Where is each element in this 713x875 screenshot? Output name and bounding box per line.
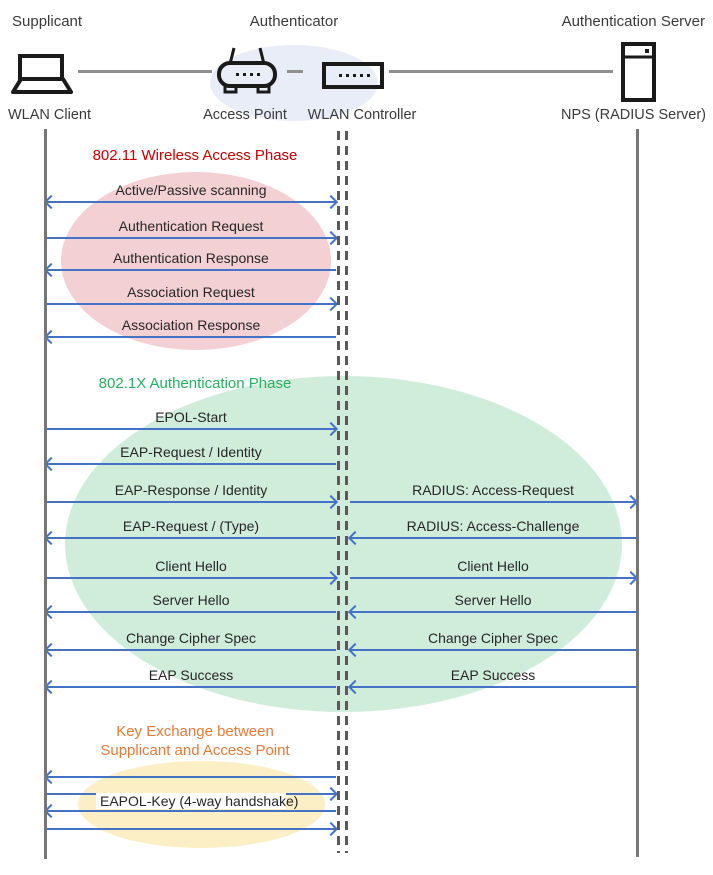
connector-line-client-ap xyxy=(78,70,212,73)
message-label: EAP-Request / Identity xyxy=(120,444,262,460)
server-icon xyxy=(621,42,656,102)
message-label: Association Response xyxy=(121,317,261,333)
lifeline-wlan-client xyxy=(44,129,47,859)
device-label-access-point: Access Point xyxy=(203,107,287,123)
message-label: Server Hello xyxy=(454,592,532,608)
message-label: Authentication Request xyxy=(118,218,264,234)
lifeline-nps-server xyxy=(636,129,639,857)
message-arrow xyxy=(43,642,336,657)
lifeline-wlan-controller-dashed-1 xyxy=(337,131,340,853)
message-label: Server Hello xyxy=(152,592,230,608)
message-arrow xyxy=(46,821,339,836)
message-arrow xyxy=(43,769,336,784)
message-arrow xyxy=(43,679,336,694)
message-arrow xyxy=(43,194,339,209)
connector-line-wlc-server xyxy=(389,70,613,73)
role-label-authenticator: Authenticator xyxy=(249,13,339,30)
message-arrow xyxy=(43,329,336,344)
message-arrow xyxy=(43,604,336,619)
authenticator-group-ellipse xyxy=(210,45,378,121)
phase-ellipse-802-1x xyxy=(65,376,622,712)
message-arrow xyxy=(43,803,336,818)
message-label: EPOL-Start xyxy=(155,409,227,425)
message-arrow xyxy=(46,230,339,245)
phase-title-key-exchange-line2: Supplicant and Access Point xyxy=(100,742,290,759)
message-arrow xyxy=(347,604,636,619)
message-arrow xyxy=(350,494,639,509)
message-arrow xyxy=(347,642,636,657)
message-arrow xyxy=(43,456,336,471)
connector-line-ap-wlc xyxy=(287,70,303,73)
device-label-wlan-controller: WLAN Controller xyxy=(307,107,417,123)
message-label: RADIUS: Access-Request xyxy=(412,482,574,498)
lifeline-wlan-controller-dashed-2 xyxy=(345,131,348,853)
role-label-supplicant: Supplicant xyxy=(12,13,83,30)
phase-title-802-1x: 802.1X Authentication Phase xyxy=(98,375,292,392)
message-arrow xyxy=(46,421,339,436)
device-label-nps-radius-server: NPS (RADIUS Server) xyxy=(560,107,706,123)
laptop-icon xyxy=(11,54,73,94)
access-point-icon xyxy=(217,47,277,94)
role-label-authentication-server: Authentication Server xyxy=(561,13,705,30)
message-arrow xyxy=(43,262,336,277)
wlan-controller-icon xyxy=(322,62,384,89)
message-arrow xyxy=(46,296,339,311)
message-label: EAPOL-Key (4-way handshake) xyxy=(96,793,298,809)
message-label: Client Hello xyxy=(457,558,529,574)
message-label: Change Cipher Spec xyxy=(126,630,256,646)
message-arrow xyxy=(347,530,636,545)
phase-title-802-11: 802.11 Wireless Access Phase xyxy=(92,147,298,164)
message-label: RADIUS: Access-Challenge xyxy=(406,518,580,534)
message-label: Authentication Response xyxy=(113,250,269,266)
message-label: Client Hello xyxy=(155,558,227,574)
message-label: Association Request xyxy=(127,284,255,300)
device-label-wlan-client: WLAN Client xyxy=(8,107,91,123)
message-arrow xyxy=(46,570,339,585)
phase-title-key-exchange-line1: Key Exchange between xyxy=(116,723,274,740)
message-label: Change Cipher Spec xyxy=(428,630,558,646)
message-arrow xyxy=(347,679,636,694)
message-arrow xyxy=(43,530,336,545)
message-label: Active/Passive scanning xyxy=(115,182,267,198)
phase-title-key-exchange: Key Exchange between Supplicant and Acce… xyxy=(50,722,340,760)
message-label: EAP Success xyxy=(148,667,234,683)
message-label: EAP Success xyxy=(450,667,536,683)
message-label: EAP-Request / (Type) xyxy=(122,518,260,534)
message-label: EAP-Response / Identity xyxy=(114,482,268,498)
message-arrow xyxy=(350,570,639,585)
message-arrow xyxy=(46,494,339,509)
